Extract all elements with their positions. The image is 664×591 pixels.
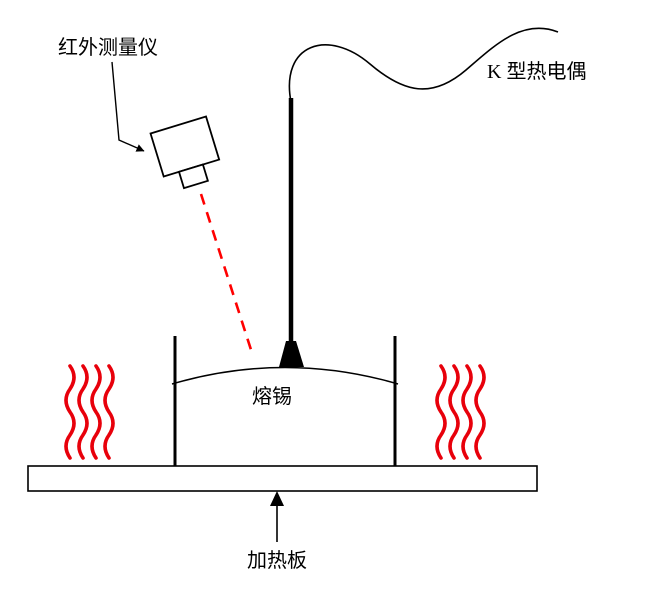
heating-plate-arrowhead bbox=[270, 491, 284, 506]
heating-plate bbox=[27, 465, 538, 492]
heat-wave-line bbox=[448, 364, 460, 460]
infrared-camera bbox=[149, 115, 221, 190]
heat-wave-line bbox=[461, 364, 473, 460]
heat-wave-line bbox=[77, 364, 89, 460]
heat-wave-line bbox=[474, 364, 486, 460]
thermocouple-wire bbox=[288, 27, 559, 103]
heat-waves-right bbox=[435, 364, 486, 460]
heat-wave-line bbox=[90, 364, 102, 460]
heat-wave-line bbox=[103, 364, 115, 460]
infrared-meter-label: 红外测量仪 bbox=[58, 36, 158, 59]
solder-surface bbox=[171, 366, 399, 385]
infrared-camera-body bbox=[149, 115, 221, 178]
infrared-camera-lens bbox=[177, 163, 210, 190]
heating-plate-label: 加热板 bbox=[247, 549, 307, 572]
thermocouple-probe-tip bbox=[279, 341, 304, 367]
heat-wave-line bbox=[435, 364, 447, 460]
molten-solder-label: 熔锡 bbox=[252, 385, 292, 408]
heat-wave-line bbox=[64, 364, 76, 460]
laser-beam bbox=[199, 193, 255, 357]
infrared-meter-leader-arrow bbox=[111, 61, 145, 152]
thermocouple-label: K 型热电偶 bbox=[487, 60, 586, 83]
heat-waves-left bbox=[64, 364, 115, 460]
